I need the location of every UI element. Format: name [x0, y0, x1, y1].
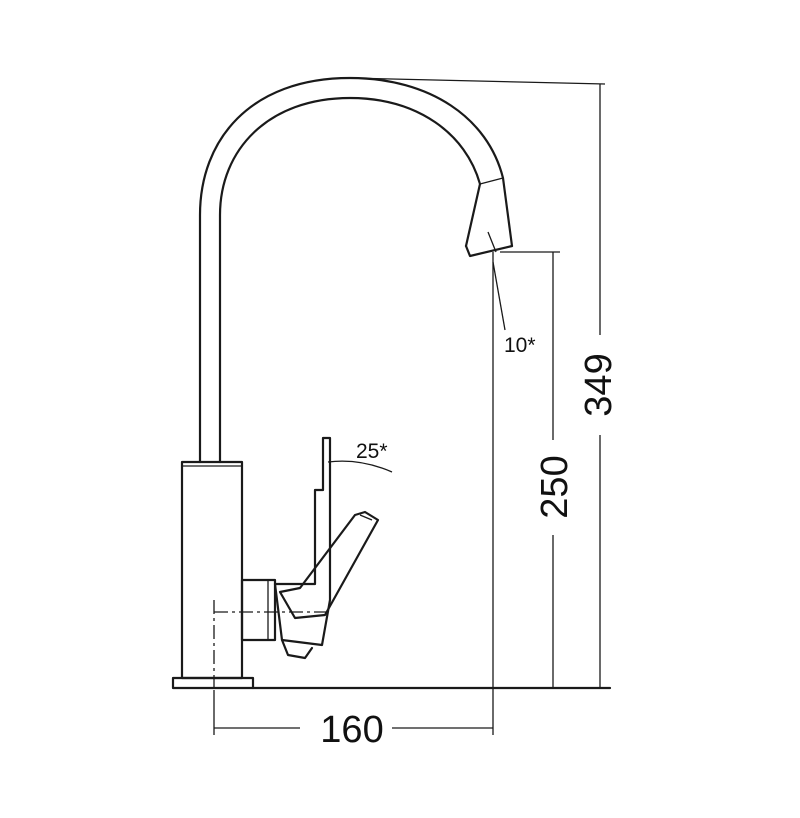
total-height-label: 349 — [578, 353, 620, 416]
spout-angle-annotation: 10* — [492, 261, 536, 357]
total-height-dimension: 349 — [349, 77, 620, 688]
spout-angle-label: 10* — [504, 334, 536, 357]
lever-housing — [240, 578, 277, 642]
lever-angle-annotation: 25* — [327, 440, 393, 473]
lever-handle-tilted — [278, 510, 380, 620]
centre-lines — [213, 600, 330, 690]
gooseneck-spout-inner — [218, 96, 482, 464]
faucet-outline — [171, 76, 514, 690]
base-plate — [171, 676, 255, 690]
lever-angle-label: 25* — [356, 440, 388, 463]
spout-tip — [464, 244, 514, 258]
lever-cartridge — [280, 638, 314, 660]
spout-height-label: 250 — [534, 455, 576, 518]
lever-handle — [273, 436, 332, 647]
spout-height-dimension: 250 — [500, 251, 576, 688]
gooseneck-spout-outer — [198, 76, 514, 464]
reach-label: 160 — [320, 709, 383, 751]
body-column — [180, 460, 244, 680]
reach-dimension: 160 — [213, 252, 494, 751]
